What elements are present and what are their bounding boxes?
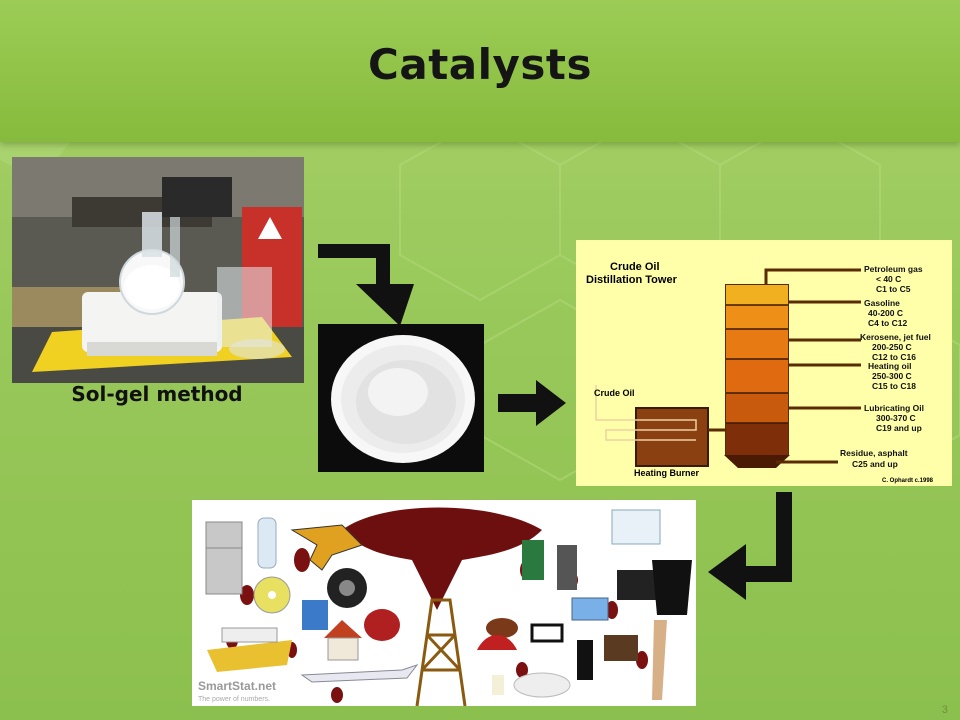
fraction-carbon: C15 to C18 [872,381,916,391]
fraction-name: Kerosene, jet fuel [860,332,931,342]
fraction-name: Residue, asphalt [840,448,908,458]
heating-burner-label: Heating Burner [634,468,700,478]
smartstat-tagline: The power of numbers. [198,696,270,703]
petroleum-products-collage: SmartStat.net The power of numbers. [192,500,696,706]
slide-title: Catalysts [368,40,592,89]
arrow-right-icon [498,380,566,426]
fraction-temp: 200-250 C [872,342,912,352]
fraction-temp: 250-300 C [872,371,912,381]
fraction-name: Lubricating Oil [864,403,924,413]
fraction-carbon: C19 and up [876,423,922,433]
diagram-title-line1: Crude Oil [610,261,660,273]
fraction-temp: < 40 C [876,274,901,284]
sol-gel-lab-photo [12,157,304,383]
fraction-carbon: C12 to C16 [872,352,916,362]
fraction-carbon: C25 and up [852,459,898,469]
smartstat-watermark: SmartStat.net [198,679,276,693]
page-number: 3 [941,704,948,716]
catalyst-powder-photo [318,324,484,472]
sol-gel-caption: Sol-gel method [71,382,243,406]
bent-arrow-down-icon [318,244,414,326]
fraction-name: Gasoline [864,298,900,308]
diagram-credit: C. Ophardt c.1998 [882,478,934,484]
fraction-carbon: C4 to C12 [868,318,907,328]
fraction-name: Heating oil [868,361,911,371]
fraction-carbon: C1 to C5 [876,284,911,294]
title-banner [0,0,960,142]
distillation-tower-diagram: Crude Oil Distillation Tower [576,240,952,486]
crude-oil-label: Crude Oil [594,388,635,398]
fraction-name: Petroleum gas [864,264,923,274]
bent-arrow-left-icon [708,492,792,600]
fraction-temp: 40-200 C [868,308,903,318]
fraction-temp: 300-370 C [876,413,916,423]
diagram-title-line2: Distillation Tower [586,274,678,286]
